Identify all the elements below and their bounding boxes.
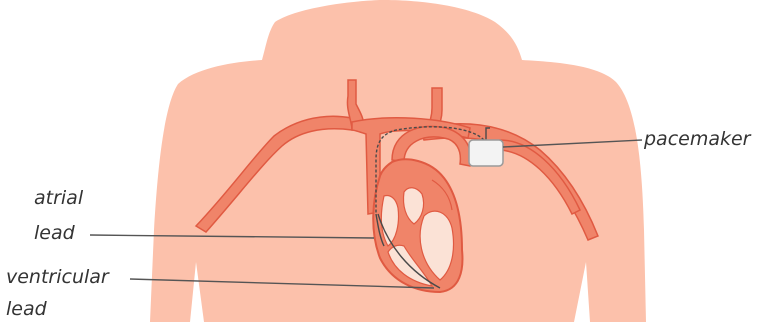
atrial-lead-label-line1: atrial bbox=[34, 187, 83, 209]
pacemaker-label: pacemaker bbox=[644, 128, 751, 150]
ventricular-lead-label-line2: lead bbox=[6, 298, 47, 320]
pacemaker-device bbox=[469, 140, 503, 166]
ventricular-lead-label-line1: ventricular bbox=[6, 266, 109, 288]
atrial-lead-label-line2: lead bbox=[34, 222, 75, 244]
